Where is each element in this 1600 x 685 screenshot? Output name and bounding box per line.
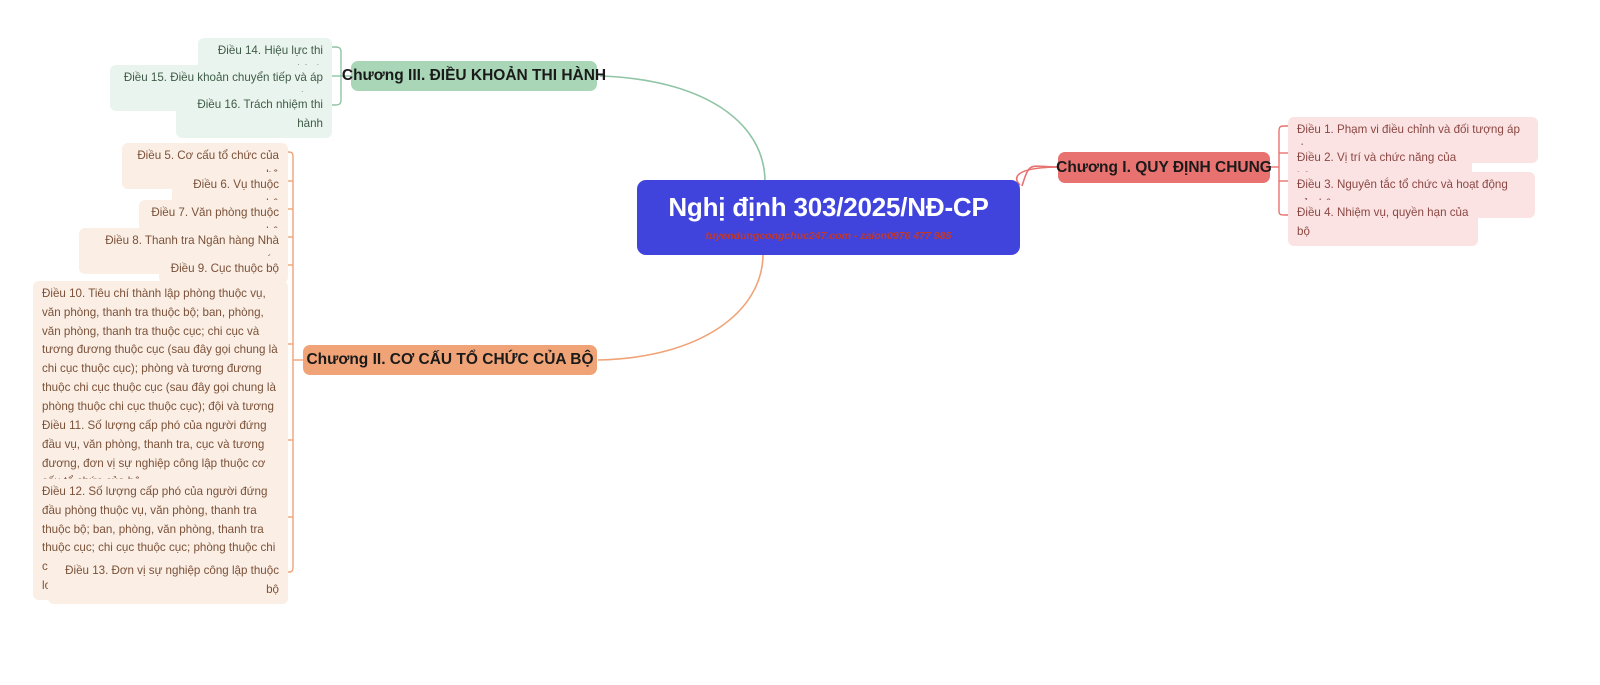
leaf-node-dieu-5[interactable]: Điều 5. Cơ cấu tổ chức của bộ [122,143,288,189]
leaf-node-dieu-4[interactable]: Điều 4. Nhiệm vụ, quyền hạn của bộ [1288,200,1478,246]
root-node[interactable]: Nghị định 303/2025/NĐ-CP tuyendungcongch… [637,180,1020,255]
leaf-node-dieu-9[interactable]: Điều 9. Cục thuộc bộ [159,256,288,283]
main-connector-chapter-1 [1015,166,1059,186]
leaf-node-dieu-16[interactable]: Điều 16. Trách nhiệm thi hành [176,92,332,138]
branch-node-chapter-2[interactable]: Chương II. CƠ CẤU TỔ CHỨC CỦA BỘ [303,345,597,375]
main-connector-chapter-3 [599,75,766,183]
main-connector-chapter-2 [597,253,764,361]
leaf-node-dieu-13[interactable]: Điều 13. Đơn vị sự nghiệp công lập thuộc… [48,558,288,604]
root-subtitle: tuyendungcongchuc247.com - zalon0976 477… [705,230,952,243]
branch-node-chapter-3[interactable]: Chương III. ĐIỀU KHOẢN THI HÀNH [342,61,606,91]
branch-node-chapter-1[interactable]: Chương I. QUY ĐỊNH CHUNG [1056,152,1272,183]
root-title: Nghị định 303/2025/NĐ-CP [668,191,989,222]
main-connector-chapter-1-b [1021,165,1059,187]
